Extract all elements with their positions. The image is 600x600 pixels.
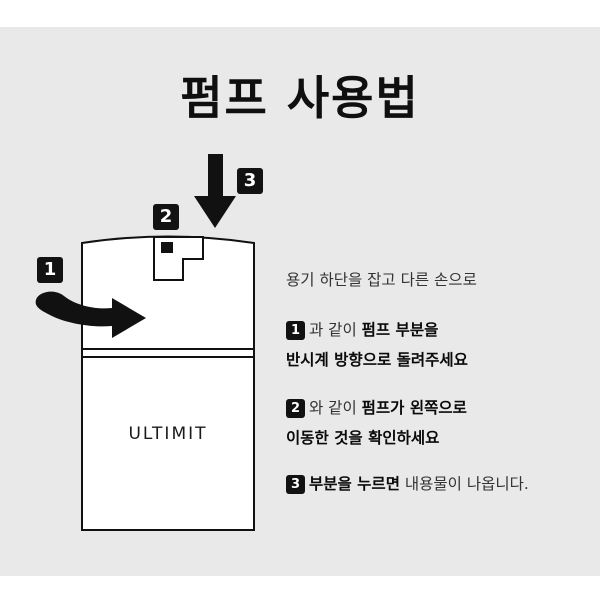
step3-rest: 내용물이 나옵니다. — [399, 475, 529, 493]
step2-badge: 2 — [286, 399, 305, 418]
step3-badge: 3 — [286, 475, 305, 494]
pump-nozzle — [161, 242, 173, 253]
step2-prefix: 와 같이 — [309, 399, 362, 417]
badge-three: 3 — [237, 168, 263, 194]
page-title: 펌프 사용법 — [180, 71, 420, 125]
step2-line2: 이동한 것을 확인하세요 — [286, 426, 439, 448]
intro-text: 용기 하단을 잡고 다른 손으로 — [286, 271, 477, 289]
step3-bold: 부분을 누르면 — [309, 475, 400, 493]
step2-bold: 펌프가 왼쪽으로 — [361, 399, 467, 417]
badge-two: 2 — [153, 204, 179, 230]
step1-badge: 1 — [286, 321, 305, 340]
curved-arrow-icon — [35, 291, 147, 338]
step1-line2-text: 반시계 방향으로 돌려주세요 — [286, 351, 468, 369]
step1-prefix: 과 같이 — [309, 321, 362, 339]
step1-bold: 펌프 부분을 — [361, 321, 439, 339]
brand-label: ULTIMIT — [128, 424, 208, 444]
step2-line2-text: 이동한 것을 확인하세요 — [286, 429, 440, 447]
down-arrow-icon — [194, 154, 236, 228]
step1-line2: 반시계 방향으로 돌려주세요 — [286, 348, 468, 370]
badge-one: 1 — [37, 257, 63, 283]
